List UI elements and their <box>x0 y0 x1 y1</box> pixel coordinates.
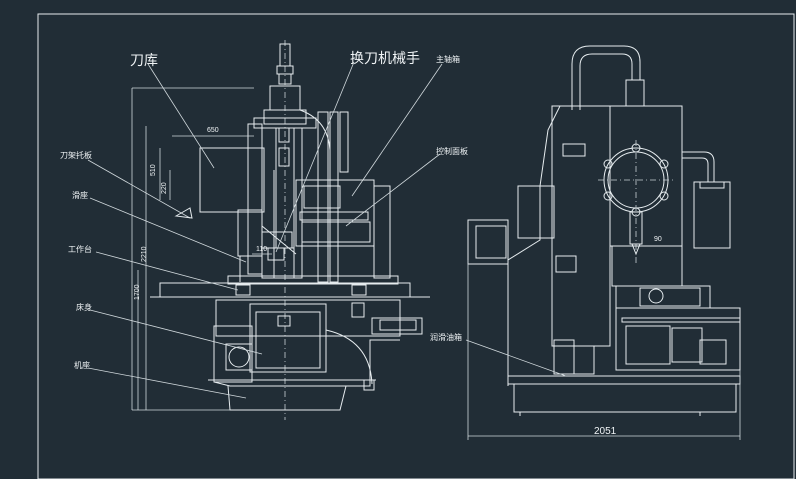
label-worktable: 工作台 <box>68 245 92 254</box>
dim-510: 510 <box>150 164 157 176</box>
label-control-panel: 控制面板 <box>436 147 468 156</box>
label-tool-changer-arm: 换刀机械手 <box>350 50 420 66</box>
label-base: 机座 <box>74 361 90 370</box>
label-saddle: 滑座 <box>72 191 88 200</box>
dim-650: 650 <box>207 127 219 134</box>
dim-110: 110 <box>256 246 268 253</box>
dim-2210: 2210 <box>141 246 148 262</box>
label-tool-pallet: 刀架托板 <box>60 151 92 160</box>
dim-220: 220 <box>161 182 168 194</box>
label-tool-magazine: 刀库 <box>130 52 158 68</box>
dim-1700: 1700 <box>134 284 141 300</box>
drawing-border <box>37 13 795 479</box>
label-bed: 床身 <box>76 303 92 312</box>
dim-2051: 2051 <box>594 426 617 437</box>
dim-90: 90 <box>654 236 662 243</box>
label-spindle-box: 主轴箱 <box>436 55 460 64</box>
side-view <box>465 45 741 440</box>
front-view <box>87 40 443 420</box>
label-oil-tank: 润滑油箱 <box>430 333 462 342</box>
